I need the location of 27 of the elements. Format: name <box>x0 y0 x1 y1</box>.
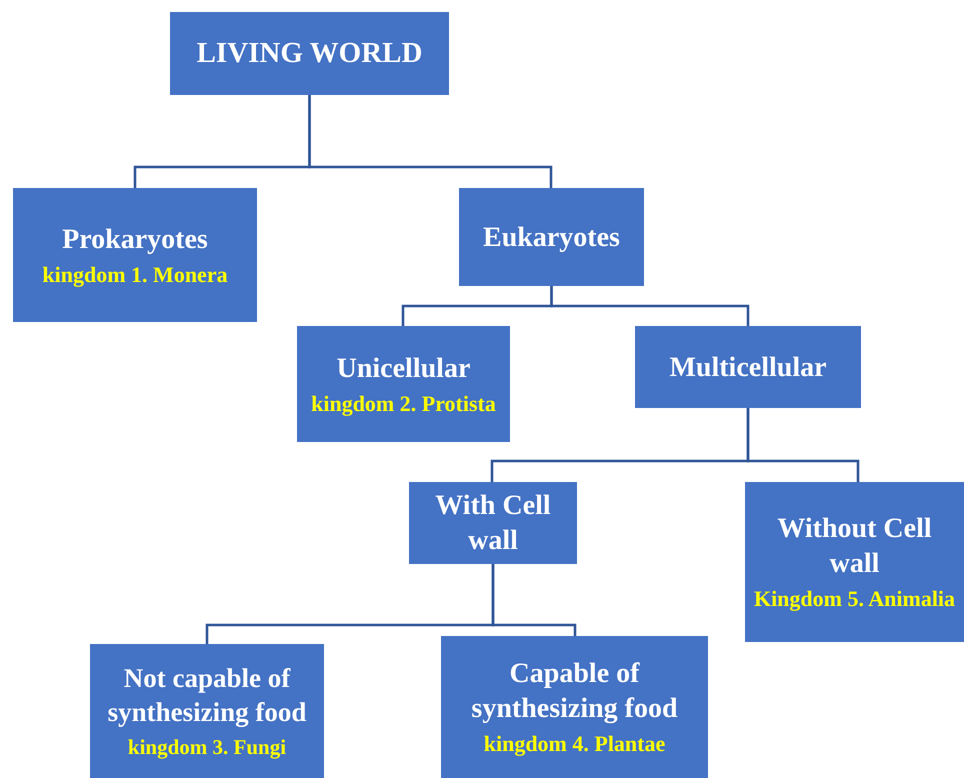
category-box <box>745 482 964 642</box>
category-box <box>297 326 510 442</box>
category-box <box>170 12 449 95</box>
category-box <box>409 482 577 564</box>
kingdom-label: Kingdom 5. Animalia <box>754 585 956 613</box>
category-box <box>90 644 324 778</box>
category-title: Eukaryotes <box>483 220 620 254</box>
category-box <box>635 326 861 408</box>
connector-line <box>550 286 750 326</box>
category-title: LIVING WORLD <box>196 36 422 72</box>
kingdom-label: kingdom 2. Protista <box>311 390 496 418</box>
category-box <box>459 188 644 286</box>
category-title: Not capable of synthesizing food <box>106 662 308 729</box>
connector-line <box>746 408 860 482</box>
kingdom-label: kingdom 1. Monera <box>42 260 228 288</box>
category-box <box>441 636 708 778</box>
connector-line <box>492 564 576 636</box>
category-title: Multicellular <box>669 350 827 384</box>
kingdom-label: kingdom 4. Plantae <box>484 730 666 758</box>
category-box <box>13 188 257 322</box>
kingdom-label: kingdom 3. Fungi <box>128 734 286 760</box>
category-title: Without Cell wall <box>776 512 933 582</box>
category-title: With Cell wall <box>434 489 552 558</box>
connector-line <box>308 95 552 188</box>
category-title: Unicellular <box>336 352 470 386</box>
category-title: Capable of synthesizing food <box>470 657 679 726</box>
category-title: Prokaryotes <box>62 222 208 257</box>
